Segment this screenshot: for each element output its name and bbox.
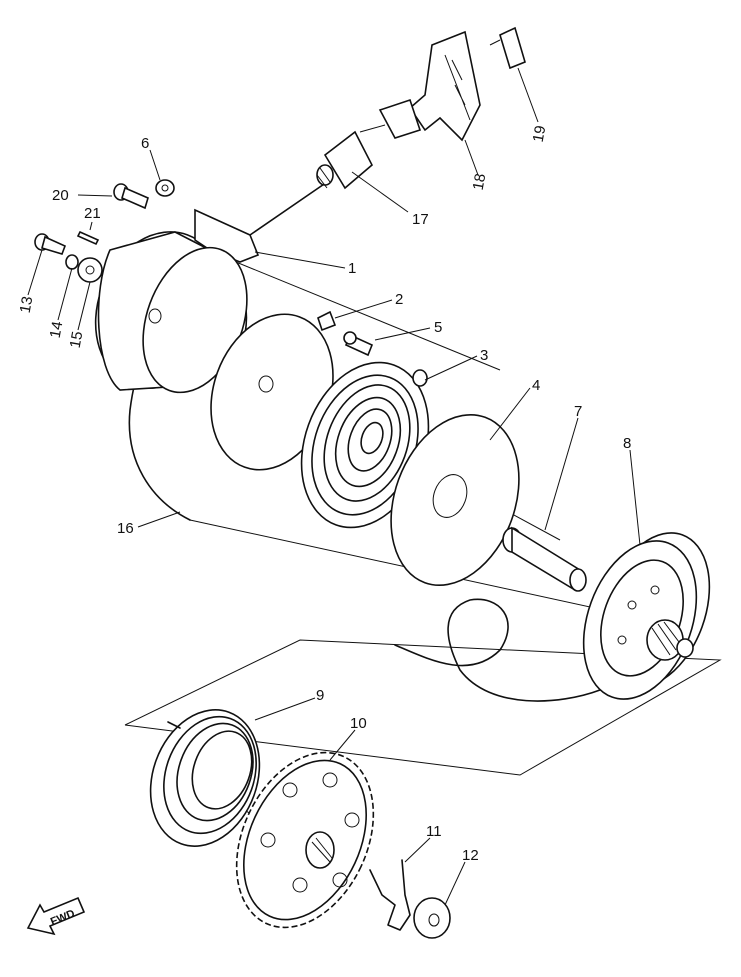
callout-4: 4 bbox=[532, 377, 540, 394]
ratchet-sprocket bbox=[235, 751, 375, 929]
callout-20: 20 bbox=[52, 187, 69, 204]
rope-guide bbox=[316, 130, 374, 190]
callout-18: 18 bbox=[470, 172, 490, 191]
callout-11: 11 bbox=[426, 823, 442, 840]
hardware bbox=[34, 179, 374, 357]
callout-labels: 1 2 3 4 5 6 7 8 9 10 11 12 13 14 15 16 1… bbox=[17, 124, 632, 864]
starter-handle bbox=[359, 30, 481, 142]
callout-14: 14 bbox=[47, 320, 67, 339]
callout-13: 13 bbox=[17, 295, 37, 314]
callout-10: 10 bbox=[350, 715, 367, 732]
callout-2: 2 bbox=[395, 291, 403, 308]
starter-case bbox=[94, 208, 260, 394]
callout-16: 16 bbox=[117, 520, 134, 537]
callout-17: 17 bbox=[412, 211, 429, 228]
callout-12: 12 bbox=[462, 847, 479, 864]
clip-washer bbox=[413, 897, 451, 939]
rope-knot-stopper bbox=[489, 26, 526, 70]
callout-7: 7 bbox=[574, 403, 582, 420]
callout-21: 21 bbox=[84, 205, 101, 222]
leader-lines bbox=[27, 67, 641, 906]
callout-6: 6 bbox=[141, 135, 149, 152]
friction-spring bbox=[149, 709, 261, 847]
callout-3: 3 bbox=[480, 347, 488, 364]
spring-clip bbox=[369, 859, 411, 931]
rope-pulley bbox=[582, 532, 711, 700]
callout-9: 9 bbox=[316, 687, 324, 704]
callout-1: 1 bbox=[348, 260, 356, 277]
callout-19: 19 bbox=[530, 124, 550, 143]
spring-cover-plate bbox=[210, 310, 337, 471]
fwd-arrow-icon: FWD bbox=[26, 896, 86, 936]
callout-15: 15 bbox=[67, 330, 87, 349]
callout-8: 8 bbox=[623, 435, 631, 452]
shaft bbox=[502, 526, 587, 592]
spring-holder bbox=[390, 413, 520, 587]
callout-5: 5 bbox=[434, 319, 442, 336]
